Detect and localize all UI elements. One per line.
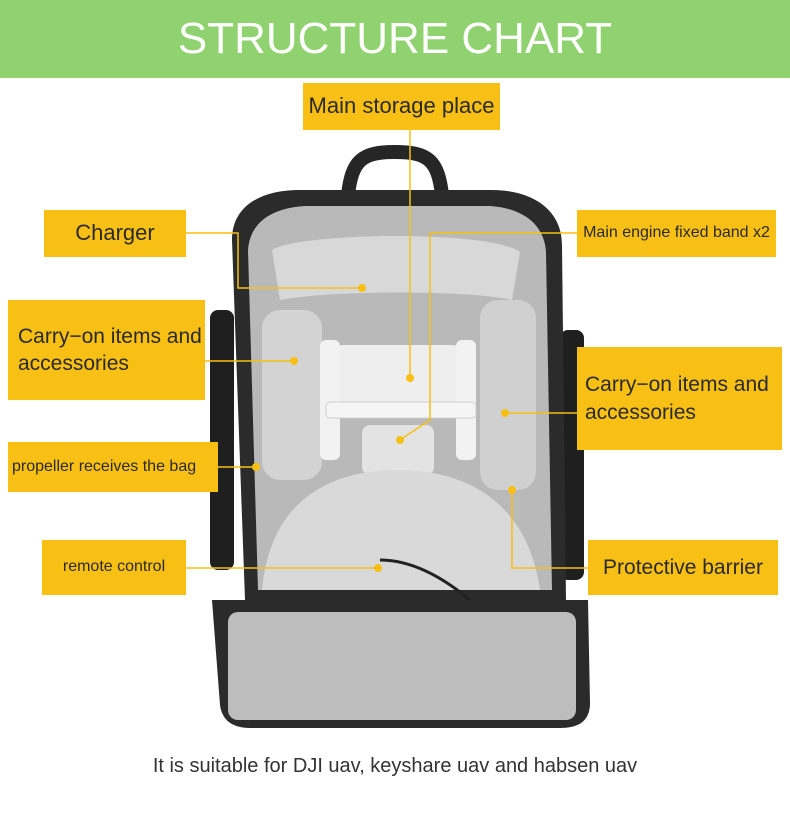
- label-charger: Charger: [44, 210, 186, 257]
- drone-legs: [320, 340, 340, 460]
- dot-main-storage: [406, 374, 414, 382]
- drone-legs-right: [456, 340, 476, 460]
- label-carry-left: Carry−on items and accessories: [8, 300, 205, 400]
- leader-lines: [186, 130, 588, 569]
- backpack-handle: [341, 144, 449, 202]
- page-title: STRUCTURE CHART: [177, 14, 613, 63]
- flap-lining: [228, 612, 576, 720]
- dot-carry-left: [290, 357, 298, 365]
- right-divider: [480, 300, 536, 490]
- header-banner: STRUCTURE CHART: [0, 0, 790, 78]
- leader-charger: [186, 232, 362, 289]
- pouch-cord: [379, 558, 471, 602]
- dot-remote: [374, 564, 382, 572]
- remote-pouch: [262, 470, 540, 590]
- dot-engine-band: [396, 436, 404, 444]
- drone-body: [330, 345, 466, 415]
- top-pocket: [272, 236, 520, 300]
- dot-charger: [358, 284, 366, 292]
- dot-propeller: [252, 463, 260, 471]
- left-divider: [262, 310, 322, 480]
- label-carry-right: Carry−on items and accessories: [577, 347, 782, 450]
- leader-dots: [252, 284, 516, 572]
- fixed-band: [325, 401, 477, 419]
- drone-lower: [362, 425, 434, 475]
- label-remote: remote control: [42, 540, 186, 595]
- label-barrier: Protective barrier: [588, 540, 778, 595]
- label-main-storage: Main storage place: [303, 83, 500, 130]
- dot-barrier: [508, 486, 516, 494]
- compatibility-note: It is suitable for DJI uav, keyshare uav…: [152, 755, 638, 777]
- dot-carry-right: [501, 409, 509, 417]
- leader-barrier: [511, 490, 588, 569]
- left-strap: [210, 310, 234, 570]
- label-propeller: propeller receives the bag: [8, 442, 218, 492]
- label-engine-band: Main engine fixed band x2: [577, 210, 776, 257]
- leader-engine-band: [399, 232, 577, 441]
